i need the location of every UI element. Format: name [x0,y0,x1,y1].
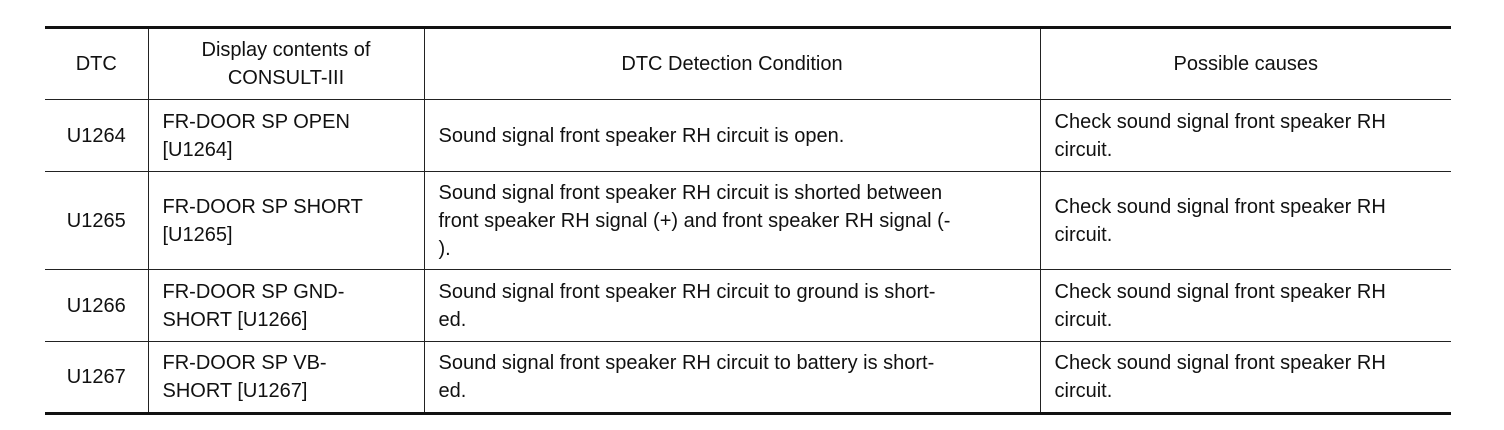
dtc-code: U1266 [45,269,149,342]
header-detection-condition: DTC Detection Condition [423,26,1041,100]
display-contents: FR-DOOR SP VB-SHORT [U1267] [147,341,425,415]
display-contents: FR-DOOR SP GND-SHORT [U1266] [147,269,425,342]
dtc-code: U1264 [45,99,149,172]
dtc-code: U1267 [45,341,149,415]
display-contents: FR-DOOR SP SHORT[U1265] [147,171,425,270]
dtc-code: U1265 [45,171,149,270]
display-contents: FR-DOOR SP OPEN[U1264] [147,99,425,172]
table-row: U1267 FR-DOOR SP VB-SHORT [U1267] Sound … [45,341,1451,415]
header-possible-causes: Possible causes [1039,26,1451,100]
table-row: U1266 FR-DOOR SP GND-SHORT [U1266] Sound… [45,269,1451,342]
table-row: U1265 FR-DOOR SP SHORT[U1265] Sound sign… [45,171,1451,270]
detection-condition: Sound signal front speaker RH circuit to… [423,269,1041,342]
header-dtc: DTC [45,26,149,100]
detection-condition: Sound signal front speaker RH circuit is… [423,99,1041,172]
detection-condition: Sound signal front speaker RH circuit is… [423,171,1041,270]
detection-condition: Sound signal front speaker RH circuit to… [423,341,1041,415]
table-row: U1264 FR-DOOR SP OPEN[U1264] Sound signa… [45,99,1451,172]
